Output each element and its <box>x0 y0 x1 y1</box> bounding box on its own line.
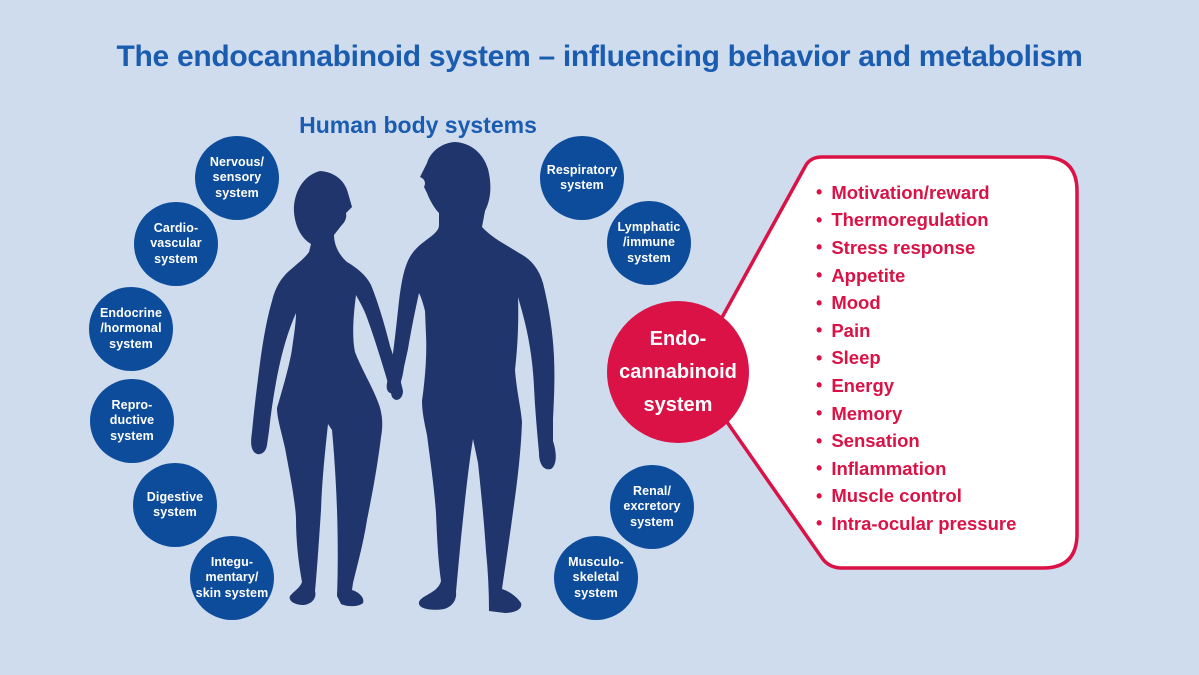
bullet-icon: • <box>816 375 823 396</box>
circle-label-line: system <box>630 514 674 529</box>
circle-label-line: Musculo- <box>568 554 624 569</box>
effects-callout-bubble <box>690 155 1079 570</box>
circle-label-line: excretory <box>623 499 681 514</box>
body-system-circle-reproductive: Repro- ductive system <box>90 379 174 463</box>
section-heading-human-body-systems: Human body systems <box>299 112 537 138</box>
page-title: The endocannabinoid system – influencing… <box>116 40 1083 73</box>
effect-label: Appetite <box>831 264 906 286</box>
circle-label-line: ductive <box>109 413 155 428</box>
circle-label-line: system <box>110 428 154 443</box>
circle-label-line: system <box>153 505 197 519</box>
circle-label-line: Nervous/ <box>209 154 265 169</box>
effect-item: • Mood <box>816 289 1066 317</box>
endocannabinoid-system-circle: Endo- cannabinoid system <box>607 301 749 443</box>
effect-label: Stress response <box>831 236 976 258</box>
effect-item: • Stress response <box>816 234 1066 262</box>
callout-shape <box>690 155 1079 570</box>
effect-label: Mood <box>831 292 881 314</box>
ecs-label-line: system <box>643 393 713 416</box>
circle-label-line: system <box>154 251 198 266</box>
bullet-icon: • <box>816 237 823 258</box>
circle-label-line: Lymphatic <box>617 219 681 234</box>
circle-label-line: Integu- <box>210 554 254 569</box>
body-system-circle-musculoskeletal: Musculo- skeletal system <box>554 536 638 620</box>
bullet-icon: • <box>816 292 823 313</box>
effect-label: Motivation/reward <box>831 181 990 203</box>
female-silhouette <box>251 171 403 607</box>
effect-item: • Memory <box>816 400 1066 428</box>
effect-item: • Pain <box>816 317 1066 345</box>
circle-label-line: Repro- <box>111 397 153 412</box>
effect-item: • Motivation/reward <box>816 179 1066 207</box>
circle-label-line: mentary/ <box>205 570 259 585</box>
bullet-icon: • <box>816 209 823 230</box>
male-silhouette <box>386 142 556 613</box>
effect-label: Thermoregulation <box>831 209 989 231</box>
bullet-icon: • <box>816 513 823 534</box>
effect-label: Intra-ocular pressure <box>831 512 1017 534</box>
circle-label-line: /hormonal <box>100 321 162 336</box>
circle-label-line: Digestive <box>146 489 204 504</box>
bullet-icon: • <box>816 485 823 506</box>
body-system-circle-digestive: Digestive system <box>133 463 217 547</box>
effect-item: • Thermoregulation <box>816 207 1066 235</box>
effect-item: • Sleep <box>816 345 1066 373</box>
circle-label-line: system <box>574 585 618 600</box>
body-system-circle-respiratory: Respiratory system <box>540 136 624 220</box>
body-system-circle-integumentary: Integu- mentary/ skin system <box>190 536 274 620</box>
circle-label-line: system <box>215 185 259 200</box>
circle-label-line: system <box>560 178 604 192</box>
bullet-icon: • <box>816 458 823 479</box>
bullet-icon: • <box>816 182 823 203</box>
effect-item: • Intra-ocular pressure <box>816 510 1066 538</box>
body-system-circle-nervous: Nervous/ sensory system <box>195 136 279 220</box>
effect-item: • Sensation <box>816 427 1066 455</box>
body-system-circle-renal: Renal/ excretory system <box>610 465 694 549</box>
effect-label: Memory <box>831 402 903 424</box>
bullet-icon: • <box>816 265 823 286</box>
circle-label-line: system <box>627 250 671 265</box>
effect-label: Energy <box>831 374 895 396</box>
effect-label: Sensation <box>831 430 920 452</box>
body-system-circle-endocrine: Endocrine /hormonal system <box>89 287 173 371</box>
effect-item: • Appetite <box>816 262 1066 290</box>
bullet-icon: • <box>816 430 823 451</box>
ecs-label-line: Endo- <box>649 327 707 350</box>
effect-item: • Inflammation <box>816 455 1066 483</box>
ecs-label-line: cannabinoid <box>619 360 737 383</box>
effects-list: • Motivation/reward • Thermoregulation •… <box>816 179 1066 538</box>
circle-label-line: /immune <box>622 235 676 250</box>
effect-label: Pain <box>831 319 871 341</box>
bullet-icon: • <box>816 403 823 424</box>
circle-label-line: system <box>109 336 153 351</box>
human-silhouettes-illustration <box>251 142 556 613</box>
circle-label-line: sensory <box>212 170 262 185</box>
circle-label-line: Renal/ <box>632 483 672 498</box>
effect-label: Inflammation <box>831 457 947 479</box>
effect-item: • Energy <box>816 372 1066 400</box>
circle-label-line: Endocrine <box>99 305 163 320</box>
effect-label: Sleep <box>831 347 881 369</box>
effect-label: Muscle control <box>831 485 962 507</box>
circle-label-line: vascular <box>150 236 202 251</box>
circle-label-line: Respiratory <box>546 162 618 177</box>
body-system-circle-cardiovascular: Cardio- vascular system <box>134 202 218 286</box>
effect-item: • Muscle control <box>816 483 1066 511</box>
body-system-circle-lymphatic: Lymphatic /immune system <box>607 201 691 285</box>
circle-label-line: skeletal <box>572 570 620 585</box>
bullet-icon: • <box>816 347 823 368</box>
circle-label-line: Cardio- <box>153 220 199 235</box>
circle-label-line: skin system <box>195 585 269 600</box>
bullet-icon: • <box>816 320 823 341</box>
